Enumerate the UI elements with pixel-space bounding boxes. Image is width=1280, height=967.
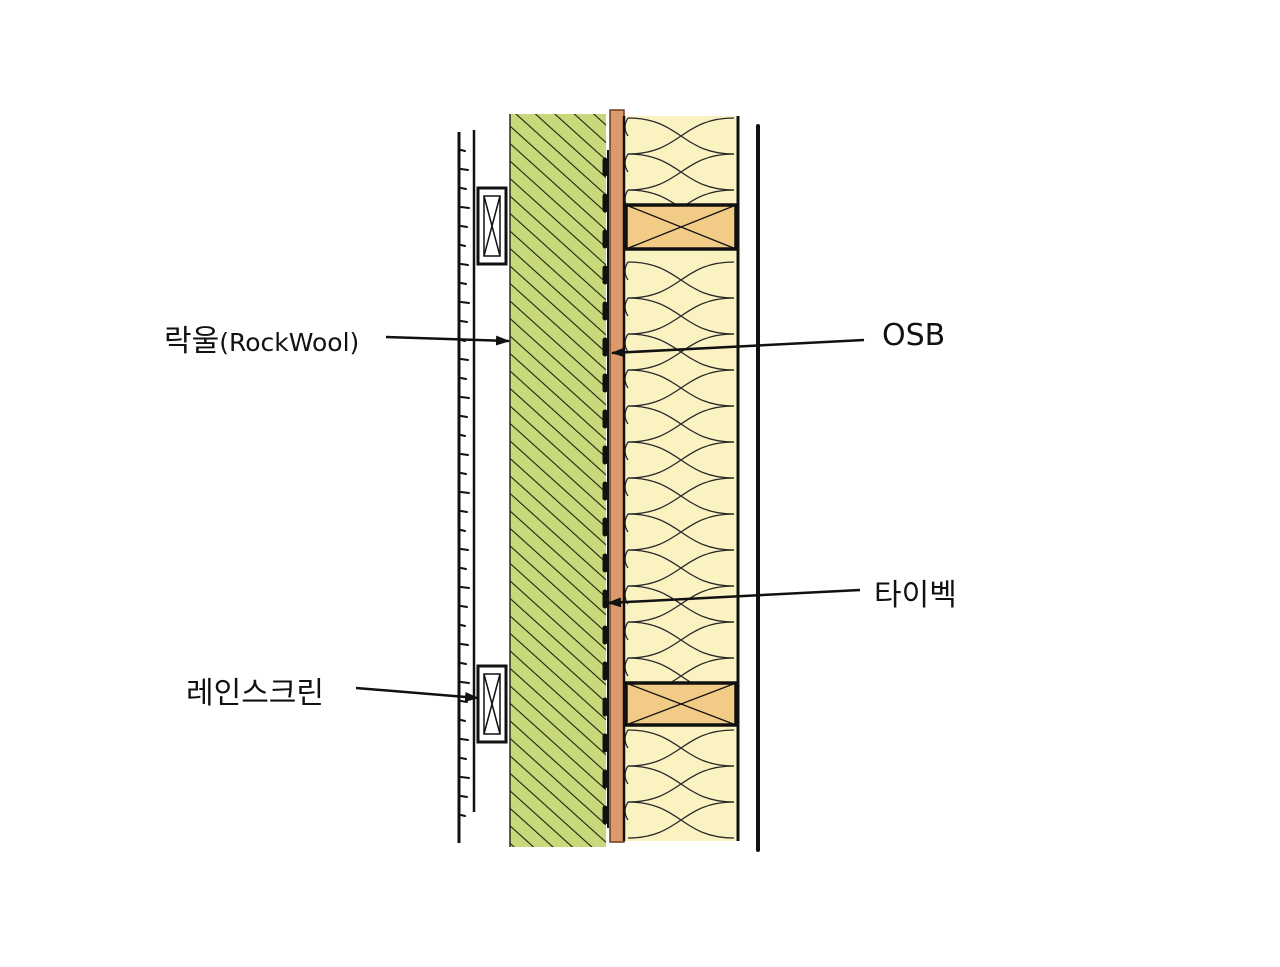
cladding-texture-mark <box>460 396 470 399</box>
insulation-loop <box>627 477 735 515</box>
cladding-texture-mark <box>460 681 470 684</box>
cladding-texture-mark <box>460 795 468 798</box>
cladding-texture-mark <box>460 472 467 475</box>
insulation-loop <box>627 765 735 803</box>
cladding-texture-mark <box>460 700 468 703</box>
cladding-texture-mark <box>460 624 466 627</box>
insulation-loop <box>627 513 735 551</box>
insulation-loop <box>627 333 735 371</box>
cladding-texture-mark <box>460 225 468 228</box>
cladding-texture-mark <box>460 662 467 665</box>
cladding-texture-mark <box>460 244 466 247</box>
insulation-loop <box>627 297 735 335</box>
rockwool-layer <box>509 114 606 847</box>
rockwool-leader-arrow <box>385 335 510 346</box>
stud-block-bottom <box>624 681 738 727</box>
tyvek-label: 타이벡 <box>874 578 957 613</box>
cladding-texture-mark <box>460 320 468 323</box>
stud-block-top <box>624 203 738 251</box>
batten-top <box>476 186 508 266</box>
cladding-texture-mark <box>460 301 470 304</box>
insulation-loop <box>627 153 735 191</box>
cladding-texture-mark <box>460 168 469 171</box>
cladding-texture-mark <box>460 282 467 285</box>
tyvek-membrane <box>602 150 609 828</box>
insulation-loop <box>627 621 735 659</box>
insulation-loop <box>627 729 735 767</box>
cladding-texture-mark <box>460 757 467 760</box>
rainscreen-cladding <box>457 130 476 843</box>
rockwool-label-main: 락울 <box>164 324 220 359</box>
cladding-texture-mark <box>460 567 467 570</box>
tyvek-leader-arrow <box>607 588 861 608</box>
cladding-texture-mark <box>460 453 469 456</box>
insulation-loop <box>627 441 735 479</box>
cladding-texture-mark <box>460 187 467 190</box>
cladding-texture-mark <box>460 643 469 646</box>
cladding-texture-mark <box>460 377 467 380</box>
cladding-texture-mark <box>460 719 466 722</box>
cladding-texture-mark <box>460 149 466 152</box>
cladding-texture-mark <box>460 529 466 532</box>
osb-label: OSB <box>882 318 946 353</box>
insulation-loop <box>627 405 735 443</box>
rainscreen-label: 레인스크린 <box>186 676 324 711</box>
rockwool-label: 락울(RockWool) <box>164 316 359 360</box>
cladding-texture-mark <box>460 358 469 361</box>
cladding-texture-mark <box>460 814 466 817</box>
insulation-loop <box>627 801 735 839</box>
cladding-texture-mark <box>460 586 470 589</box>
cladding-texture-mark <box>460 776 470 779</box>
batten-bottom <box>476 664 508 744</box>
cladding-texture-mark <box>460 206 470 209</box>
cladding-texture-mark <box>460 548 469 551</box>
insulation-loop <box>627 585 735 623</box>
cladding-texture-mark <box>460 415 468 418</box>
cladding-texture-mark <box>460 510 468 513</box>
osb-leader-arrow <box>611 338 865 358</box>
osb-sheathing <box>609 109 625 843</box>
cladding-texture-mark <box>460 491 470 494</box>
cladding-texture-mark <box>460 434 466 437</box>
cladding-texture-mark <box>460 605 468 608</box>
insulation-loop <box>627 117 735 155</box>
insulation-loop <box>627 549 735 587</box>
rockwool-label-sub: (RockWool) <box>219 328 360 357</box>
cladding-texture-mark <box>460 738 469 741</box>
insulation-loop <box>627 261 735 299</box>
rainscreen-leader-arrow <box>355 686 479 702</box>
cladding-texture-mark <box>460 263 469 266</box>
insulation-loop <box>627 369 735 407</box>
